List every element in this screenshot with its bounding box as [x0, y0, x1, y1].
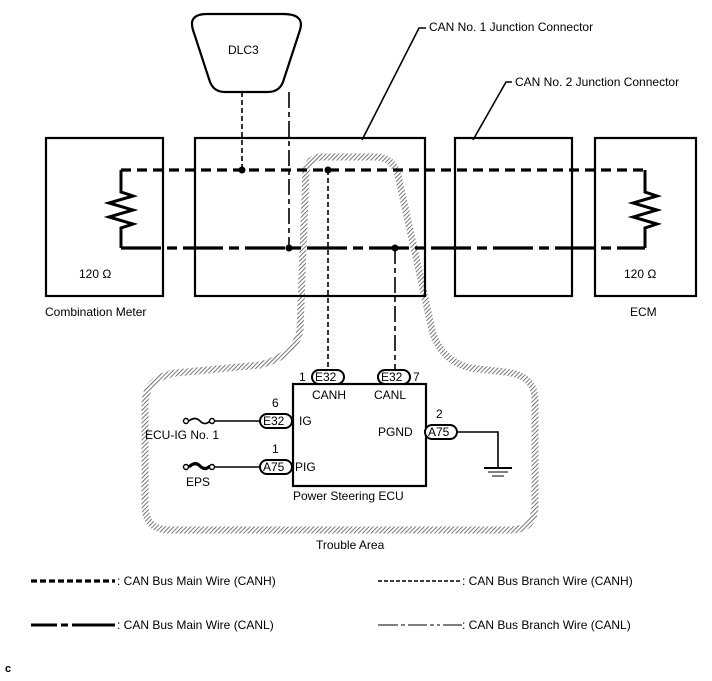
pgnd-terminal-label: PGND	[378, 425, 413, 439]
a75-pig-connector	[259, 459, 293, 475]
ig-terminal-label: IG	[299, 414, 312, 428]
can-junction-connector-1-box	[193, 136, 427, 298]
dlc3-label: DLC3	[228, 43, 259, 57]
ecu-ig-fuse-icon	[188, 417, 211, 425]
trouble-area-label: Trouble Area	[316, 538, 385, 552]
a75-pig-connector-id: A75	[263, 460, 285, 474]
ecm-label: ECM	[630, 305, 657, 319]
e32-ig-connector-id: E32	[263, 414, 285, 428]
legend-main-canl-label: : CAN Bus Main Wire (CANL)	[117, 618, 274, 632]
junction-connector-2-leader	[472, 81, 512, 141]
can-junction-connector-2-box	[453, 136, 574, 298]
ground-icon	[484, 467, 512, 477]
ecm-resistor-icon	[627, 170, 663, 248]
canh-pin-number: 1	[299, 370, 306, 384]
figure-code: c	[5, 663, 11, 675]
junction-connector-2-callout: CAN No. 2 Junction Connector	[515, 75, 679, 89]
ecu-ig-fuse-label: ECU-IG No. 1	[145, 428, 219, 442]
legend-branch-canl-label: : CAN Bus Branch Wire (CANL)	[462, 618, 631, 632]
ig-pin-number: 6	[272, 396, 279, 410]
e32-canl-connector	[377, 369, 411, 385]
junction-connector-1-callout: CAN No. 1 Junction Connector	[429, 20, 593, 34]
pgnd-wire	[457, 431, 499, 468]
e32-ig-connector	[259, 413, 293, 429]
pig-terminal-label: PIG	[295, 460, 316, 474]
power-steering-ecu-label: Power Steering ECU	[293, 489, 404, 503]
fuse-terminal	[208, 463, 216, 471]
trouble-area-outline	[141, 153, 539, 534]
e32-canh-connector	[311, 369, 345, 385]
legend-main-canh-label: : CAN Bus Main Wire (CANH)	[117, 574, 276, 588]
canl-terminal-label: CANL	[374, 388, 406, 402]
ecm-resistance: 120 Ω	[624, 267, 656, 281]
pig-pin-number: 1	[272, 442, 279, 456]
eps-fuse-label: EPS	[186, 475, 210, 489]
fuse-terminal	[182, 463, 190, 471]
legend-branch-canh-label: : CAN Bus Branch Wire (CANH)	[462, 574, 633, 588]
fuse-terminal	[182, 417, 190, 425]
combination-meter-resistor-icon	[103, 170, 139, 248]
junction-dot	[238, 166, 246, 174]
dlc3-connector-shape	[190, 12, 302, 94]
ecm-box	[593, 136, 698, 298]
canl-pin-number: 7	[413, 370, 420, 384]
a75-pgnd-connector-id: A75	[428, 425, 450, 439]
combination-meter-resistance: 120 Ω	[79, 267, 111, 281]
junction-dot	[285, 244, 293, 252]
combination-meter-box	[44, 136, 165, 298]
combination-meter-label: Combination Meter	[45, 305, 146, 319]
canh-terminal-label: CANH	[312, 388, 346, 402]
fuse-terminal	[208, 417, 216, 425]
eps-fuse-icon	[187, 462, 212, 471]
legend: : CAN Bus Main Wire (CANH) : CAN Bus Mai…	[31, 574, 633, 632]
e32-canh-connector-id: E32	[315, 370, 337, 384]
e32-canl-connector-id: E32	[381, 370, 403, 384]
junction-connector-1-leader	[361, 27, 426, 141]
pgnd-pin-number: 2	[436, 407, 443, 421]
